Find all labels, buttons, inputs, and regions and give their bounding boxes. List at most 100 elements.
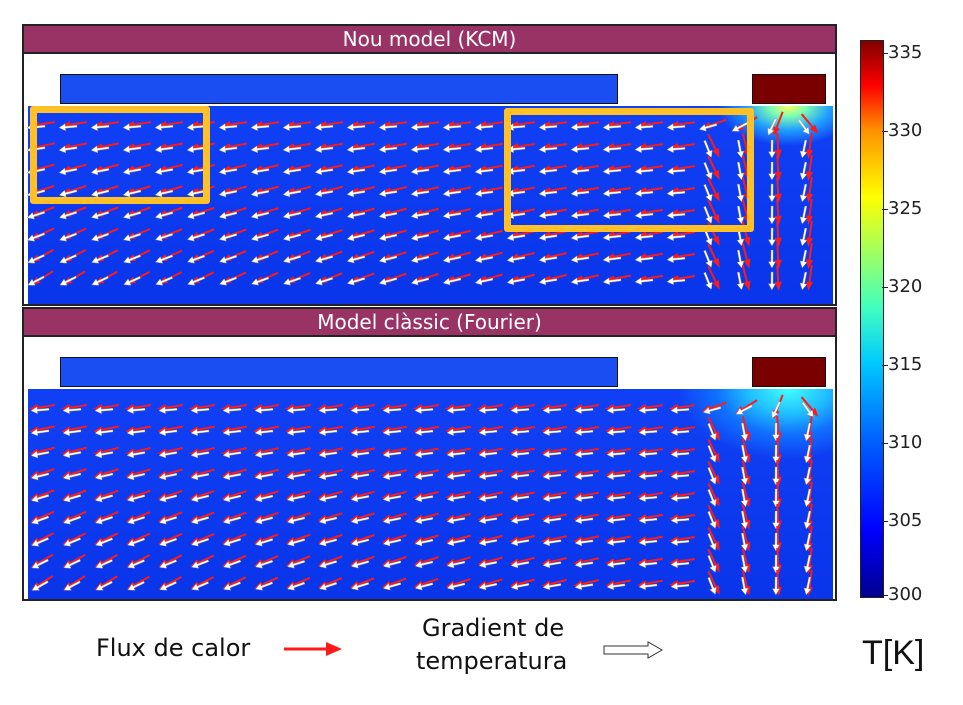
temperature-gradient-arrow bbox=[414, 560, 434, 569]
temperature-gradient-arrow bbox=[670, 560, 690, 569]
temperature-gradient-arrow bbox=[126, 450, 146, 459]
temperature-gradient-arrow bbox=[602, 255, 622, 264]
temperature-gradient-arrow bbox=[703, 206, 713, 224]
temperature-gradient-arrow bbox=[254, 538, 274, 547]
heat-flux-arrow bbox=[800, 113, 819, 134]
temperature-gradient-arrow bbox=[478, 406, 498, 415]
temperature-gradient-arrow bbox=[382, 450, 402, 459]
temperature-gradient-arrow bbox=[506, 277, 526, 286]
temperature-gradient-arrow bbox=[286, 406, 306, 415]
temperature-gradient-arrow bbox=[58, 123, 78, 132]
temperature-gradient-arrow bbox=[250, 145, 270, 154]
temperature-gradient-arrow bbox=[570, 211, 590, 220]
temperature-gradient-arrow bbox=[602, 211, 622, 220]
temperature-gradient-arrow bbox=[803, 554, 812, 574]
temperature-gradient-arrow bbox=[797, 118, 810, 135]
temperature-gradient-arrow bbox=[638, 494, 658, 503]
temperature-gradient-arrow bbox=[350, 472, 370, 481]
heat-flux-arrow bbox=[774, 176, 782, 203]
heat-flux-arrow bbox=[707, 570, 720, 595]
temperature-gradient-arrow bbox=[446, 428, 466, 437]
temperature-gradient-arrow bbox=[799, 249, 808, 269]
temperature-gradient-arrow bbox=[606, 538, 626, 547]
temperature-gradient-arrow bbox=[474, 255, 494, 264]
temperature-gradient-arrow bbox=[703, 250, 713, 268]
temperature-gradient-arrow bbox=[670, 472, 690, 481]
legend-gradient-label-line1: Gradient de bbox=[422, 614, 565, 642]
temperature-gradient-arrow bbox=[350, 538, 370, 547]
temperature-gradient-arrow bbox=[255, 559, 274, 569]
temperature-gradient-arrow bbox=[799, 271, 808, 291]
temperature-gradient-arrow bbox=[154, 167, 174, 176]
heat-flux-arrow bbox=[707, 482, 720, 507]
temperature-gradient-arrow bbox=[574, 538, 594, 547]
temperature-gradient-arrow bbox=[127, 580, 145, 591]
temperature-gradient-arrow bbox=[250, 233, 270, 242]
temperature-gradient-arrow bbox=[346, 211, 366, 220]
temperature-gradient-arrow bbox=[126, 428, 146, 437]
heat-flux-arrow bbox=[774, 264, 782, 291]
temperature-gradient-arrow bbox=[190, 450, 210, 459]
temperature-gradient-arrow bbox=[251, 276, 270, 286]
temperature-gradient-arrow bbox=[382, 538, 402, 547]
temperature-gradient-arrow bbox=[123, 254, 142, 264]
temperature-gradient-arrow bbox=[186, 123, 206, 132]
heat-flux-arrow bbox=[707, 265, 720, 290]
temperature-gradient-arrow bbox=[282, 255, 302, 264]
temperature-gradient-arrow bbox=[768, 205, 776, 225]
temperature-gradient-arrow bbox=[666, 167, 686, 176]
temperature-gradient-arrow bbox=[442, 189, 462, 198]
temperature-gradient-arrow bbox=[740, 510, 749, 530]
temperature-gradient-arrow bbox=[803, 422, 812, 442]
temperature-gradient-arrow bbox=[251, 255, 270, 264]
temperature-gradient-arrow bbox=[510, 494, 530, 503]
temperature-gradient-arrow bbox=[772, 510, 780, 530]
temperature-gradient-arrow bbox=[707, 555, 717, 573]
temperature-gradient-arrow bbox=[474, 167, 494, 176]
temperature-gradient-arrow bbox=[634, 167, 654, 176]
temperature-field-kcm bbox=[26, 106, 833, 304]
temperature-gradient-arrow bbox=[446, 538, 466, 547]
panel-title-fourier: Model clàssic (Fourier) bbox=[24, 309, 835, 337]
temperature-gradient-arrow bbox=[638, 450, 658, 459]
temperature-gradient-arrow bbox=[768, 161, 776, 181]
temperature-gradient-arrow bbox=[670, 428, 690, 437]
temperature-gradient-arrow bbox=[186, 189, 206, 198]
temperature-gradient-arrow bbox=[346, 189, 366, 198]
temperature-gradient-arrow bbox=[478, 582, 498, 591]
heat-flux-arrow bbox=[806, 198, 813, 225]
temperature-gradient-arrow bbox=[254, 472, 274, 481]
temperature-gradient-arrow bbox=[803, 466, 812, 486]
heat-flux-arrow bbox=[741, 504, 751, 530]
heat-flux-arrow bbox=[774, 220, 782, 247]
temperature-gradient-arrow bbox=[410, 123, 430, 132]
temperature-gradient-arrow bbox=[222, 472, 242, 481]
hot-contact bbox=[752, 74, 826, 104]
vector-field-kcm bbox=[26, 111, 819, 291]
temperature-gradient-arrow bbox=[542, 450, 562, 459]
temperature-gradient-arrow bbox=[90, 211, 110, 220]
temperature-gradient-arrow bbox=[666, 123, 686, 132]
temperature-gradient-arrow bbox=[186, 211, 206, 220]
temperature-gradient-arrow bbox=[222, 494, 242, 503]
temperature-gradient-arrow bbox=[27, 232, 46, 242]
temperature-gradient-arrow bbox=[250, 189, 270, 198]
temperature-gradient-arrow bbox=[771, 401, 781, 419]
heat-flux-arrow bbox=[707, 504, 720, 529]
temperature-gradient-arrow bbox=[187, 254, 206, 264]
temperature-gradient-arrow bbox=[282, 189, 302, 198]
temperature-gradient-arrow bbox=[638, 406, 658, 415]
temperature-gradient-arrow bbox=[538, 233, 558, 242]
temperature-gradient-arrow bbox=[346, 255, 366, 264]
temperature-gradient-arrow bbox=[30, 494, 50, 503]
temperature-gradient-arrow bbox=[219, 276, 238, 286]
temperature-gradient-arrow bbox=[59, 254, 77, 264]
temperature-gradient-arrow bbox=[606, 406, 626, 415]
temperature-gradient-arrow bbox=[772, 554, 780, 574]
temperature-gradient-arrow bbox=[666, 233, 686, 242]
temperature-gradient-arrow bbox=[606, 450, 626, 459]
temperature-gradient-arrow bbox=[30, 428, 50, 437]
temperature-gradient-arrow bbox=[254, 428, 274, 437]
temperature-gradient-arrow bbox=[538, 255, 558, 264]
temperature-gradient-arrow bbox=[190, 494, 210, 503]
